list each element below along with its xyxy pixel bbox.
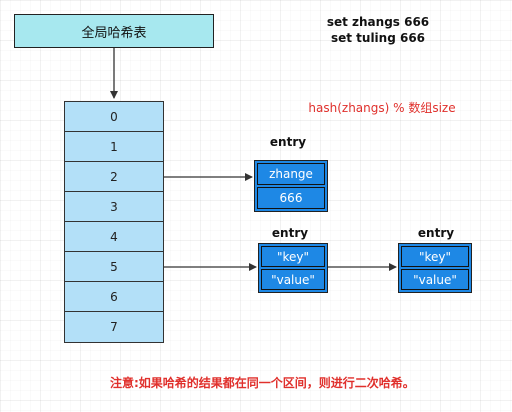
entry-2-value: "value" [261,269,325,290]
commands-block: set zhangs 666 set tuling 666 [318,14,438,46]
hash-array: 0 1 2 3 4 5 6 7 [64,101,164,343]
command-line-2: set tuling 666 [330,31,426,45]
entry-3-value: "value" [401,269,469,290]
array-slot-3: 3 [65,192,163,222]
array-slot-0: 0 [65,102,163,132]
entry-node-2: "key" "value" [258,243,328,293]
entry-node-3: "key" "value" [398,243,472,293]
entry-2-key: "key" [261,246,325,267]
array-slot-5: 5 [65,252,163,282]
global-hash-table-box: 全局哈希表 [14,14,214,48]
array-slot-6: 6 [65,282,163,312]
array-slot-7: 7 [65,312,163,342]
entry-label-1: entry [269,135,307,149]
entry-node-1: zhange 666 [254,160,328,212]
array-slot-2: 2 [65,162,163,192]
entry-label-3: entry [417,226,455,240]
array-slot-1: 1 [65,132,163,162]
entry-1-value: 666 [257,187,325,209]
entry-1-key: zhange [257,163,325,185]
hash-formula: hash(zhangs) % 数组size [308,101,456,115]
entry-label-2: entry [271,226,309,240]
array-slot-4: 4 [65,222,163,252]
rehash-note: 注意:如果哈希的结果都在同一个区间，则进行二次哈希。 [110,376,415,390]
command-line-1: set zhangs 666 [326,15,430,29]
global-hash-table-label: 全局哈希表 [81,25,147,41]
entry-3-key: "key" [401,246,469,267]
